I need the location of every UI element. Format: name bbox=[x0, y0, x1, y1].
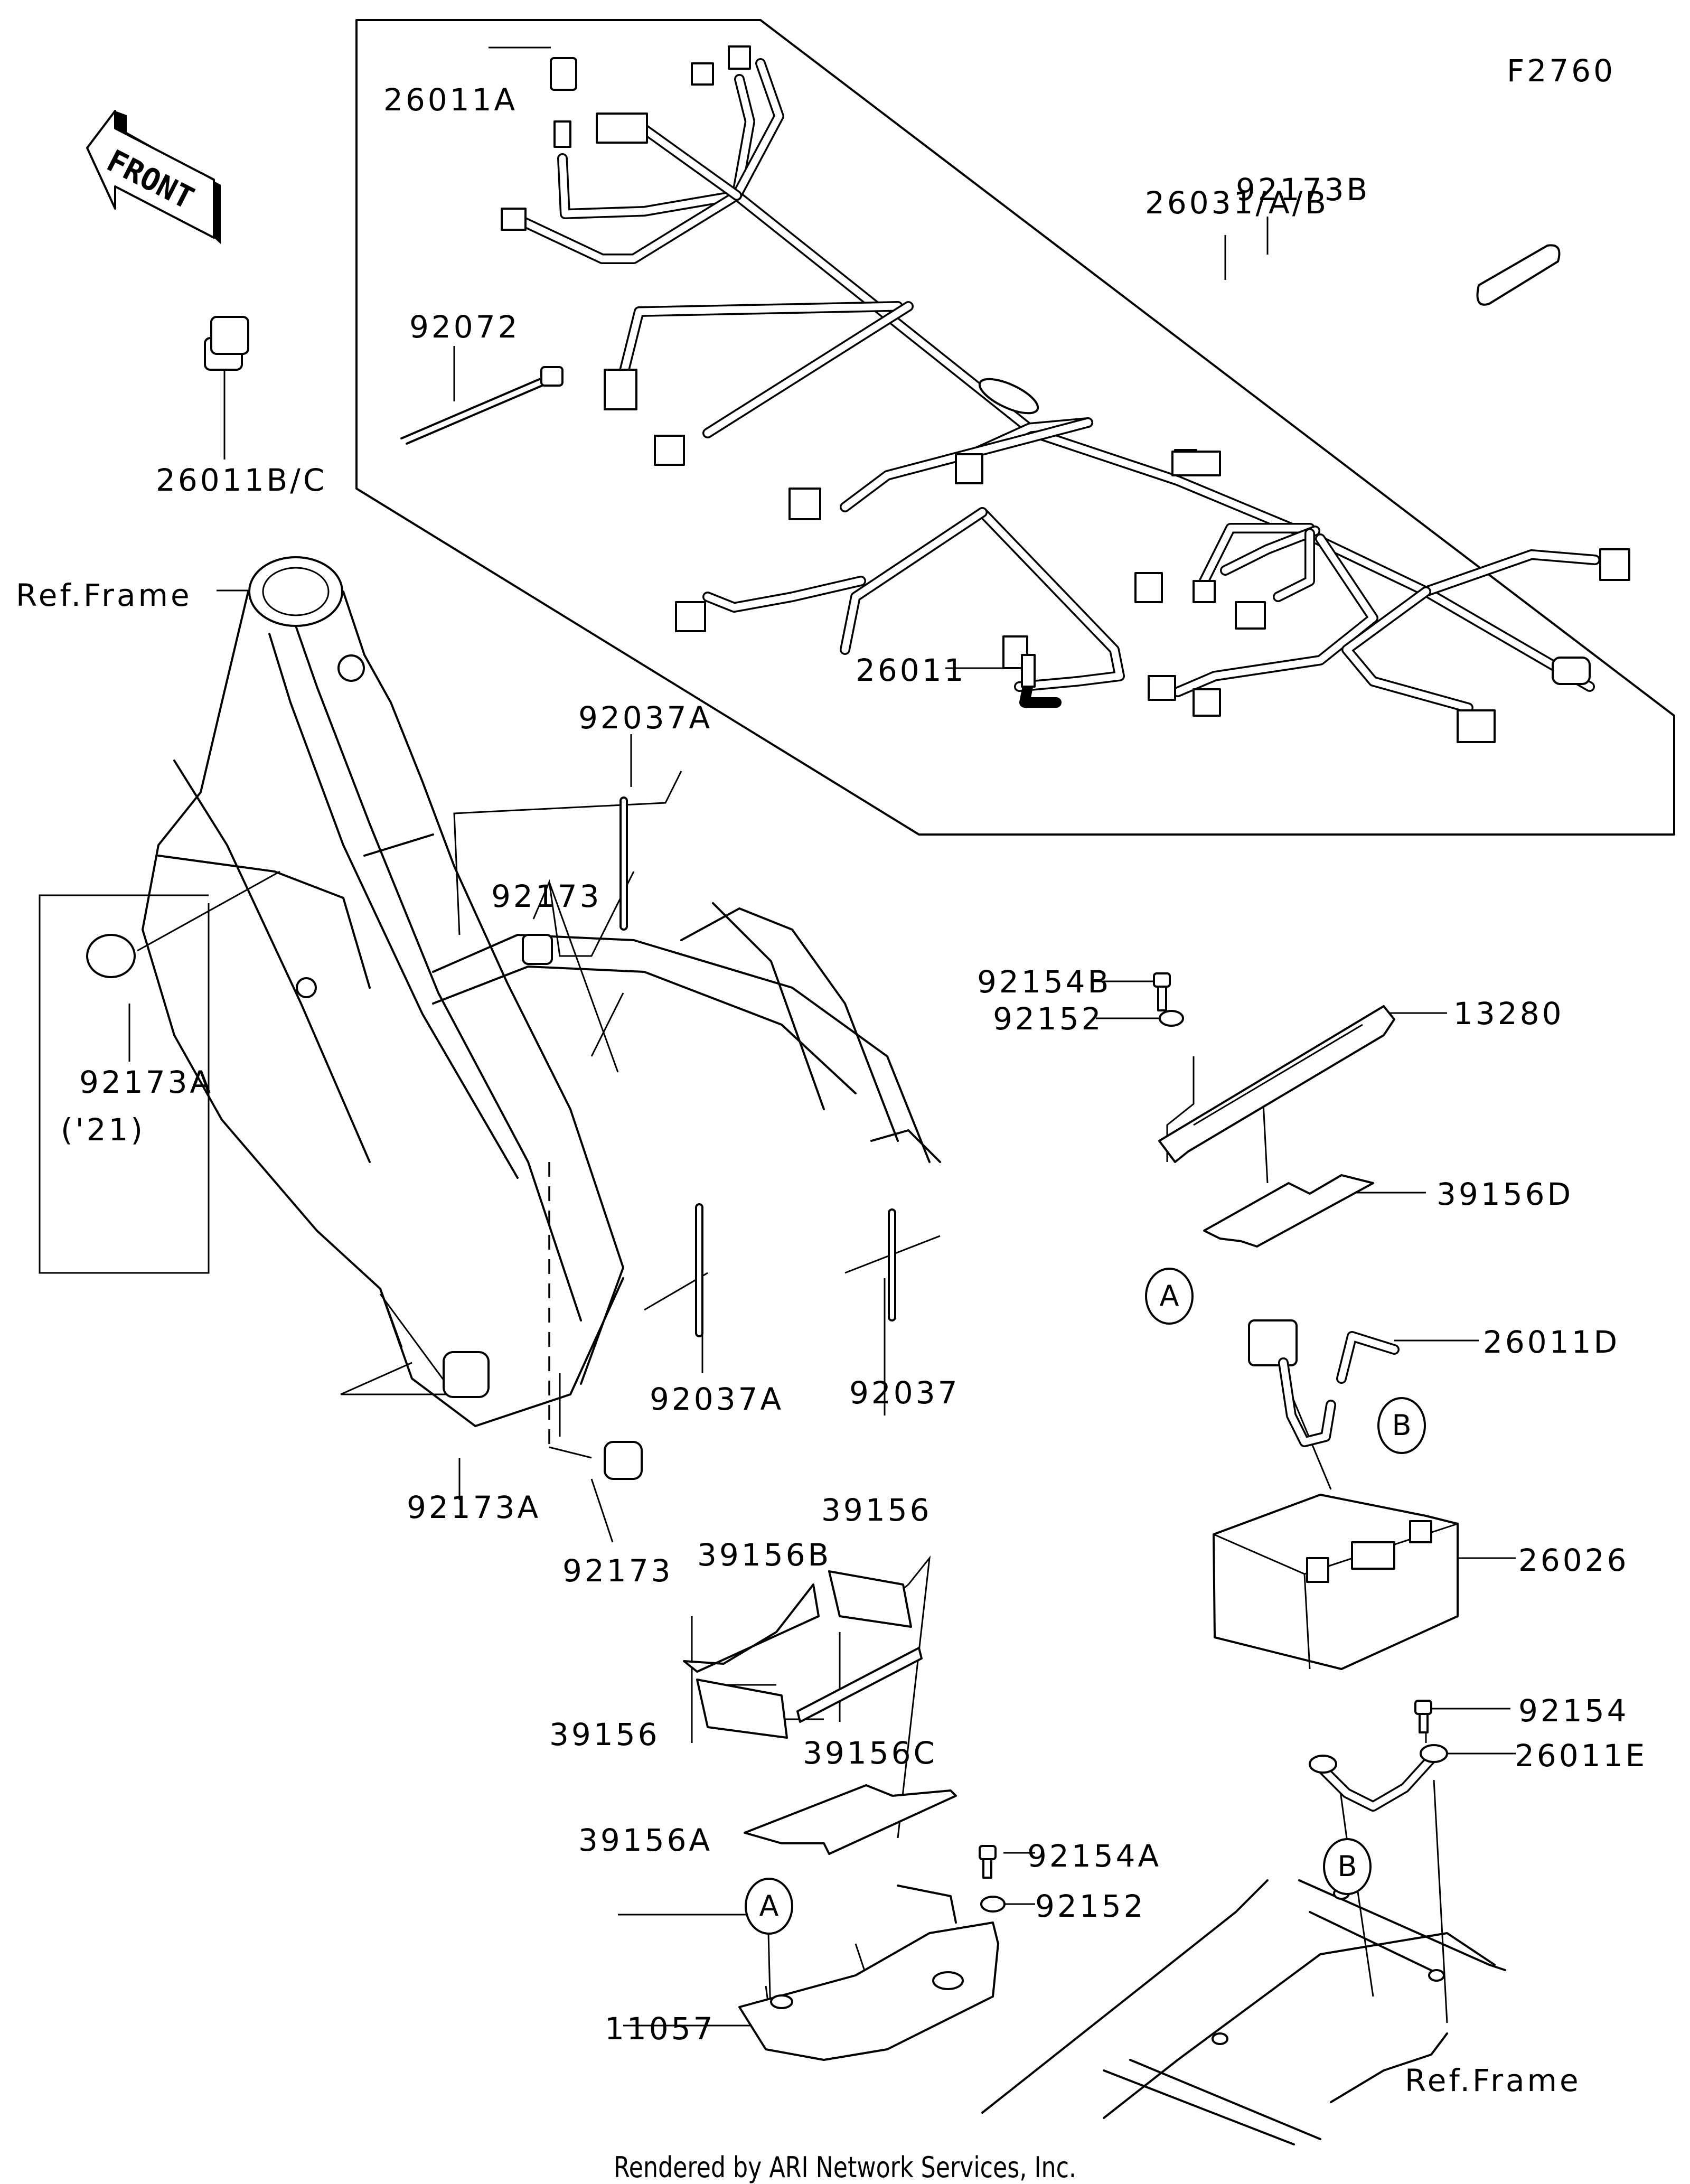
harness-connectors bbox=[501, 45, 1630, 743]
connector-icon bbox=[788, 488, 821, 520]
connector-icon bbox=[1599, 548, 1630, 581]
leader-lines bbox=[39, 46, 1516, 2045]
connector-icon bbox=[550, 57, 577, 91]
connection-marker-a-lower: A bbox=[745, 1878, 793, 1935]
part-label-39156-top[interactable]: 39156 bbox=[821, 1492, 932, 1528]
connector-icon bbox=[1134, 572, 1163, 603]
year-note: ('21) bbox=[61, 1112, 146, 1148]
part-label-92154[interactable]: 92154 bbox=[1518, 1693, 1629, 1729]
strap-92173b-icon bbox=[1476, 244, 1561, 306]
connector-26011bc-icon bbox=[204, 316, 249, 371]
bolt-92154-icon bbox=[1414, 1700, 1432, 1733]
part-label-92173B[interactable]: 92173B bbox=[1236, 172, 1370, 208]
part-label-92154A[interactable]: 92154A bbox=[1027, 1838, 1162, 1874]
part-label-92152-top[interactable]: 92152 bbox=[993, 1001, 1104, 1037]
part-label-13280[interactable]: 13280 bbox=[1453, 996, 1564, 1032]
connection-marker-b-lower: B bbox=[1323, 1838, 1372, 1895]
front-arrow-icon: FRONT bbox=[86, 110, 221, 244]
pads-39156-icon bbox=[683, 1570, 957, 1855]
part-label-92173A-bottom[interactable]: 92173A bbox=[407, 1489, 541, 1525]
cable-tie-92072-icon bbox=[400, 366, 564, 445]
part-label-39156B[interactable]: 39156B bbox=[697, 1537, 832, 1573]
connection-marker-a-upper: A bbox=[1145, 1268, 1194, 1325]
connector-icon bbox=[1193, 580, 1216, 603]
part-label-26011E[interactable]: 26011E bbox=[1515, 1738, 1648, 1774]
connector-icon bbox=[1148, 675, 1176, 701]
cable-ties-92037-icon bbox=[619, 796, 896, 1337]
part-label-92037[interactable]: 92037 bbox=[849, 1375, 960, 1411]
connection-marker-b-upper: B bbox=[1377, 1397, 1426, 1454]
part-label-39156C[interactable]: 39156C bbox=[803, 1735, 938, 1771]
part-label-26011D[interactable]: 26011D bbox=[1483, 1324, 1620, 1360]
bolt-92154b-icon bbox=[1153, 972, 1171, 1011]
part-label-39156-left[interactable]: 39156 bbox=[549, 1717, 660, 1752]
cable-26011e-icon bbox=[1309, 1744, 1448, 1812]
grommet-92152-lower-icon bbox=[980, 1896, 1006, 1913]
connector-icon bbox=[553, 120, 571, 148]
clamps-92173-icon bbox=[86, 934, 643, 1480]
frame-illustration bbox=[142, 556, 941, 1427]
pad-39156d-icon bbox=[1203, 1174, 1374, 1248]
main-harness-wires bbox=[507, 58, 1600, 713]
ref-frame-label-bottom: Ref.Frame bbox=[1405, 2063, 1581, 2098]
bracket-11057-icon bbox=[738, 1885, 999, 2061]
connector-icon bbox=[1235, 601, 1266, 630]
part-label-26011B-C[interactable]: 26011B/C bbox=[156, 462, 327, 498]
connector-icon bbox=[604, 369, 637, 410]
connector-icon bbox=[1457, 709, 1496, 743]
connector-icon bbox=[691, 62, 714, 86]
part-label-26026[interactable]: 26026 bbox=[1518, 1542, 1629, 1578]
figure-code: F2760 bbox=[1507, 53, 1616, 89]
grommet-92152-icon bbox=[1159, 1010, 1184, 1027]
connector-icon bbox=[1193, 688, 1221, 717]
connector-icon bbox=[728, 45, 751, 70]
harness-kit-outline bbox=[355, 19, 1675, 836]
part-label-92037A-top[interactable]: 92037A bbox=[578, 700, 713, 736]
connector-icon bbox=[596, 113, 648, 144]
bolt-92154a-icon bbox=[979, 1845, 997, 1879]
connector-icon bbox=[1171, 451, 1221, 476]
part-label-92154B[interactable]: 92154B bbox=[977, 964, 1112, 1000]
connector-icon bbox=[501, 208, 527, 231]
part-label-92037A-bottom[interactable]: 92037A bbox=[650, 1381, 784, 1417]
part-label-26031-A-B[interactable]: 26031/A/B bbox=[1145, 185, 1329, 221]
connector-icon bbox=[955, 453, 983, 484]
cable-26011d-icon bbox=[1248, 1319, 1400, 1447]
part-label-92173A-boxed[interactable]: 92173A bbox=[79, 1064, 214, 1100]
part-label-26011[interactable]: 26011 bbox=[856, 652, 966, 688]
connector-icon bbox=[1021, 654, 1036, 688]
ref-frame-label-top: Ref.Frame bbox=[16, 577, 192, 613]
connector-icon bbox=[654, 435, 685, 466]
part-label-92152-bottom[interactable]: 92152 bbox=[1035, 1888, 1146, 1924]
part-label-11057[interactable]: 11057 bbox=[605, 2011, 716, 2047]
part-label-92173-top[interactable]: 92173 bbox=[491, 878, 602, 914]
battery-26026-icon bbox=[1213, 1494, 1459, 1670]
part-label-39156D[interactable]: 39156D bbox=[1436, 1176, 1574, 1212]
footer-credit: Rendered by ARI Network Services, Inc. bbox=[613, 2151, 1077, 2184]
part-label-92072[interactable]: 92072 bbox=[409, 309, 520, 345]
connector-icon bbox=[675, 601, 706, 632]
part-label-92173-bottom[interactable]: 92173 bbox=[562, 1553, 673, 1589]
battery-tray-13280-icon bbox=[1158, 1005, 1395, 1163]
rear-frame-illustration bbox=[981, 1879, 1506, 2145]
part-label-39156A[interactable]: 39156A bbox=[578, 1822, 713, 1858]
part-label-26011A[interactable]: 26011A bbox=[383, 82, 518, 118]
connector-icon bbox=[1552, 657, 1591, 685]
